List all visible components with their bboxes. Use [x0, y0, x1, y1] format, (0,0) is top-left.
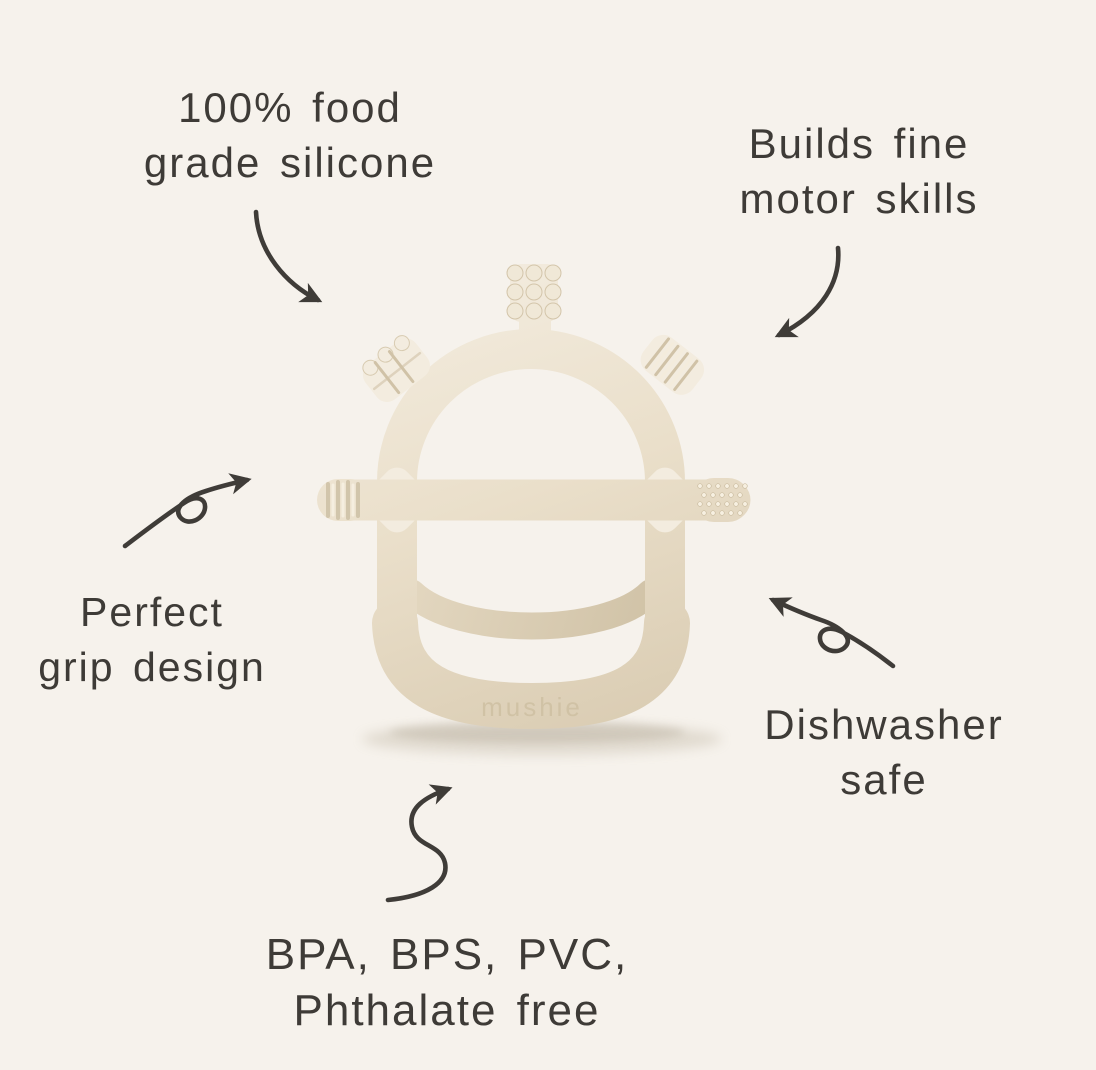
- arrow-grip: [122, 473, 252, 549]
- arrow-dishwasher: [768, 597, 896, 669]
- callout-food-grade-line1: 100% food: [178, 84, 402, 131]
- right-nub-ribbed: [640, 334, 705, 395]
- teether-base-band: [372, 600, 690, 730]
- callout-grip-line1: Perfect: [80, 589, 224, 635]
- callout-food-grade-line2: grade silicone: [143, 139, 437, 186]
- teether-illustration: ​ mushie: [317, 264, 751, 755]
- callout-dishwasher-line2: safe: [840, 756, 928, 803]
- arrow-chemical-free: [385, 784, 453, 903]
- callout-chemical-free-line2: Phthalate free: [293, 986, 601, 1035]
- teether-contact-shadow: [389, 721, 685, 743]
- callout-motor-skills: Builds fine motor skills: [739, 116, 978, 226]
- left-nub-knurled: [362, 335, 430, 403]
- callout-food-grade: 100% food grade silicone: [144, 80, 436, 190]
- callout-motor-skills-line1: Builds fine: [748, 120, 970, 167]
- callout-dishwasher: Dishwasher safe: [764, 697, 1003, 807]
- crossbar-tip-ribbed: [317, 479, 371, 521]
- teether-back-ring: [398, 579, 664, 640]
- callout-motor-skills-line2: motor skills: [739, 175, 979, 222]
- callout-grip: Perfect grip design: [38, 585, 266, 695]
- brand-embossed-text: mushie: [481, 692, 583, 722]
- callout-dishwasher-line1: Dishwasher: [764, 701, 1004, 748]
- arrow-motor-skills: [774, 245, 841, 338]
- top-nub-textured: [506, 264, 562, 351]
- arrow-food-grade: [253, 209, 323, 303]
- callout-grip-line2: grip design: [38, 644, 266, 690]
- callout-chemical-free: BPA, BPS, PVC, Phthalate free: [266, 927, 628, 1039]
- crossbar-tip-dotted: [692, 478, 750, 522]
- callout-chemical-free-line1: BPA, BPS, PVC,: [265, 930, 629, 979]
